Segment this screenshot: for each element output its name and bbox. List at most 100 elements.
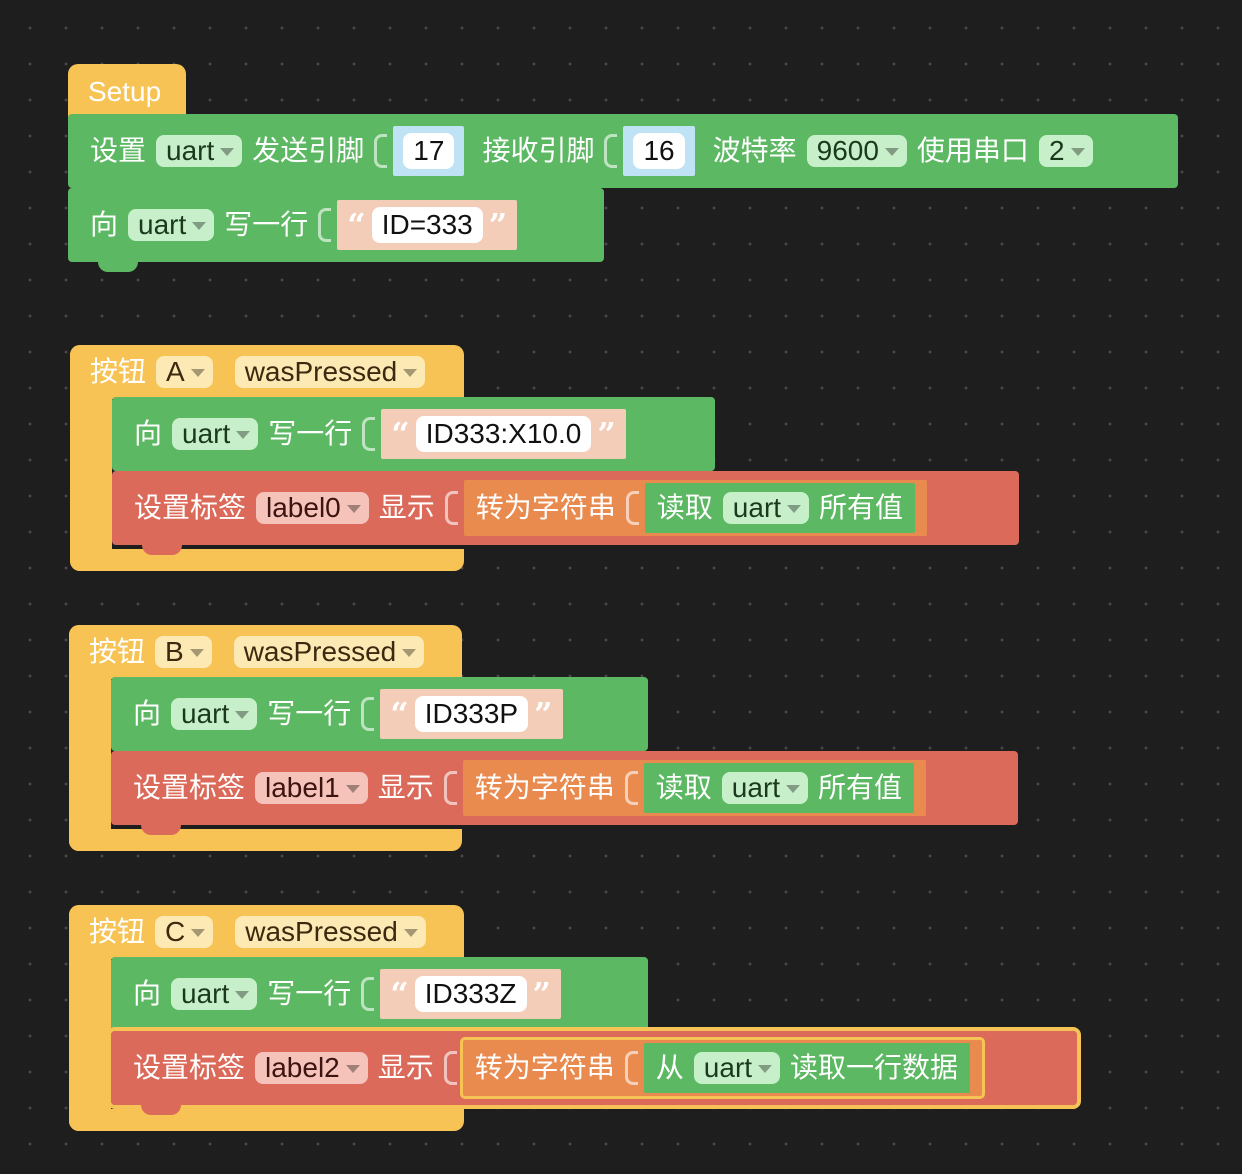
setup-hat-block[interactable]: Setup: [68, 64, 186, 120]
rx-pin-number[interactable]: 16: [623, 126, 695, 176]
label-dropdown[interactable]: label2: [255, 1052, 368, 1084]
button-dropdown[interactable]: A: [156, 356, 213, 388]
plug-icon: [443, 771, 457, 805]
string-block[interactable]: “ ID333P ”: [380, 689, 563, 739]
block-notch: [142, 543, 182, 555]
set-label-text: 设置标签: [133, 1052, 246, 1083]
open-quote-icon: “: [347, 206, 366, 244]
uart-dropdown[interactable]: uart: [172, 418, 259, 450]
string-value[interactable]: ID=333: [371, 207, 483, 243]
show-label: 显示: [377, 772, 434, 803]
open-quote-icon: “: [391, 415, 410, 453]
string-block[interactable]: “ ID333Z ”: [380, 969, 561, 1019]
all-values-label: 所有值: [818, 772, 903, 803]
show-label: 显示: [378, 492, 435, 523]
from-label: 从: [655, 1052, 684, 1083]
uart-dropdown[interactable]: uart: [693, 1052, 781, 1084]
set-label-text: 设置标签: [133, 772, 246, 803]
close-quote-icon: ”: [534, 695, 553, 733]
uart-writeline-block[interactable]: 向 uart 写一行 “ ID333:X10.0 ”: [112, 397, 715, 471]
uart-writeline-block[interactable]: 向 uart 写一行 “ ID333P ”: [111, 677, 648, 751]
chevron-down-icon: [758, 1065, 773, 1073]
readline-label: 读取一行数据: [790, 1052, 959, 1083]
string-value[interactable]: ID333P: [414, 696, 529, 732]
chevron-down-icon: [884, 148, 899, 156]
event-dropdown[interactable]: wasPressed: [233, 636, 425, 668]
plug-icon: [374, 134, 388, 168]
tx-pin-number[interactable]: 17: [393, 126, 465, 176]
open-quote-icon: “: [390, 695, 409, 733]
close-quote-icon: ”: [488, 206, 508, 244]
setup-label: Setup: [88, 76, 162, 107]
readline-block[interactable]: 从 uart 读取一行数据: [643, 1043, 971, 1093]
button-event-block-a[interactable]: 按钮 A wasPressed: [70, 345, 464, 571]
plug-icon: [361, 697, 375, 731]
set-label-block[interactable]: 设置标签 label0 显示 转为字符串 读取 uart 所有值: [112, 471, 1019, 555]
set-label-block-selected[interactable]: 设置标签 label2 显示 转为字符串 从 uart 读取一行数据: [107, 1027, 1081, 1115]
uart-setup-block[interactable]: 设置 uart 发送引脚 17 接收引脚 16 波特率 9600 使用串口 2: [68, 114, 1178, 188]
open-quote-icon: “: [390, 975, 409, 1013]
string-block[interactable]: “ ID=333 ”: [337, 200, 518, 250]
uart-dropdown[interactable]: uart: [156, 135, 243, 167]
uart-writeline-block[interactable]: 向 uart 写一行 “ ID=333 ”: [68, 188, 604, 272]
writeline-label: 写一行: [267, 978, 352, 1009]
plug-icon: [444, 491, 458, 525]
string-block[interactable]: “ ID333:X10.0 ”: [381, 409, 626, 459]
button-label: 按钮: [89, 636, 146, 667]
read-all-block[interactable]: 读取 uart 所有值: [644, 483, 916, 533]
to-label: 向: [133, 978, 162, 1009]
button-label: 按钮: [90, 356, 147, 387]
chevron-down-icon: [346, 505, 361, 513]
event-dropdown[interactable]: wasPressed: [235, 916, 426, 948]
chevron-down-icon: [236, 431, 251, 439]
event-dropdown[interactable]: wasPressed: [234, 356, 426, 388]
chevron-down-icon: [345, 1065, 360, 1073]
chevron-down-icon: [192, 222, 207, 230]
to-string-label: 转为字符串: [475, 492, 616, 523]
chevron-down-icon: [1070, 148, 1085, 156]
chevron-down-icon: [235, 711, 250, 719]
label-dropdown[interactable]: label1: [255, 772, 368, 804]
to-label: 向: [134, 418, 163, 449]
set-label-block[interactable]: 设置标签 label1 显示 转为字符串 读取 uart 所有值: [111, 751, 1018, 835]
plug-icon: [443, 1051, 457, 1085]
chevron-down-icon: [402, 649, 417, 657]
uart-dropdown[interactable]: uart: [722, 492, 810, 524]
tx-pin-label: 发送引脚: [252, 135, 365, 166]
string-value[interactable]: ID333Z: [414, 976, 527, 1012]
plug-icon: [361, 977, 375, 1011]
read-all-block[interactable]: 读取 uart 所有值: [643, 763, 915, 813]
string-value[interactable]: ID333:X10.0: [415, 416, 592, 452]
to-label: 向: [90, 209, 119, 240]
uart-dropdown[interactable]: uart: [171, 978, 258, 1010]
chevron-down-icon: [345, 785, 360, 793]
to-string-label: 转为字符串: [474, 1052, 615, 1083]
plug-icon: [625, 491, 639, 525]
uart-dropdown[interactable]: uart: [128, 209, 215, 241]
chevron-down-icon: [403, 369, 418, 377]
all-values-label: 所有值: [819, 492, 904, 523]
uart-writeline-block[interactable]: 向 uart 写一行 “ ID333Z ”: [111, 957, 648, 1031]
button-dropdown[interactable]: B: [155, 636, 212, 668]
label-dropdown[interactable]: label0: [256, 492, 369, 524]
to-string-block[interactable]: 转为字符串 从 uart 读取一行数据: [459, 1037, 986, 1099]
chevron-down-icon: [403, 929, 418, 937]
button-label: 按钮: [89, 916, 146, 947]
chevron-down-icon: [220, 148, 235, 156]
block-notch: [98, 260, 138, 272]
rx-pin-label: 接收引脚: [482, 135, 595, 166]
writeline-label: 写一行: [224, 209, 309, 240]
read-label: 读取: [655, 772, 712, 803]
chevron-down-icon: [189, 649, 204, 657]
read-label: 读取: [656, 492, 713, 523]
to-string-block[interactable]: 转为字符串 读取 uart 所有值: [463, 480, 928, 536]
port-dropdown[interactable]: 2: [1038, 135, 1093, 167]
port-label: 使用串口: [916, 135, 1029, 166]
to-string-block[interactable]: 转为字符串 读取 uart 所有值: [462, 760, 927, 816]
button-event-block-b[interactable]: 按钮 B wasPressed: [69, 625, 462, 851]
block-notch: [141, 1103, 181, 1115]
button-dropdown[interactable]: C: [155, 916, 214, 948]
baud-dropdown[interactable]: 9600: [806, 135, 907, 167]
uart-dropdown[interactable]: uart: [171, 698, 258, 730]
uart-dropdown[interactable]: uart: [721, 772, 809, 804]
